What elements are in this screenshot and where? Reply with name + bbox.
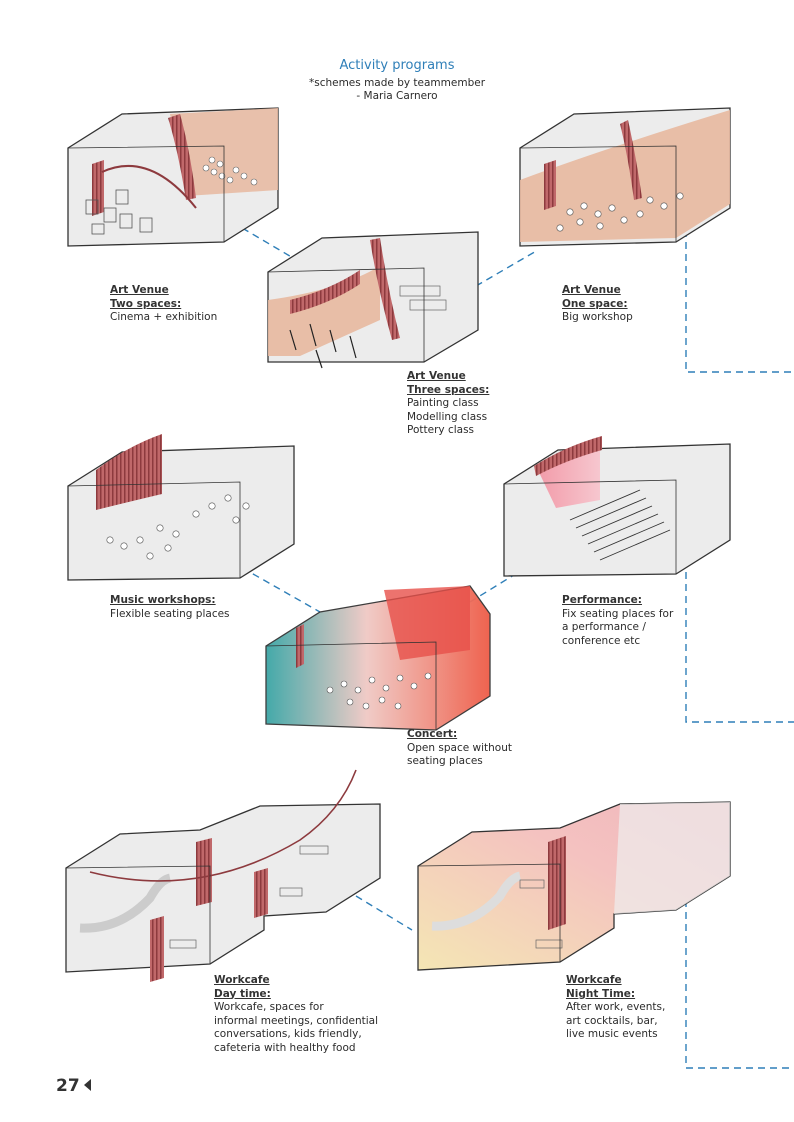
connector-workcafe-day-to-night — [356, 896, 412, 930]
art-venue-three-spaces-diagram — [268, 232, 478, 368]
caption-description: Cinema + exhibition — [110, 311, 217, 325]
art-venue-two-spaces-diagram — [68, 108, 278, 246]
caption-music-workshops: Music workshops: Flexible seating places — [110, 594, 230, 621]
connector-art-three-to-one — [476, 250, 538, 286]
page-number: 27 — [56, 1076, 80, 1096]
caption-title: Workcafe — [566, 974, 665, 988]
workcafe-day-diagram — [66, 770, 380, 982]
caption-workcafe-day: Workcafe Day time: Workcafe, spaces for … — [214, 974, 378, 1055]
connector-workcafe-edge — [686, 900, 794, 1068]
caption-title: Art Venue — [110, 284, 217, 298]
connector-performance-edge — [686, 560, 794, 722]
caption-title: Concert: — [407, 728, 512, 742]
caption-title: Workcafe — [214, 974, 378, 988]
performance-diagram — [504, 436, 730, 576]
caption-performance: Performance: Fix seating places for a pe… — [562, 594, 673, 648]
caption-subtitle: Three spaces: — [407, 384, 489, 398]
caption-title: Music workshops: — [110, 594, 230, 608]
caption-title: Performance: — [562, 594, 673, 608]
caption-subtitle: One space: — [562, 298, 633, 312]
caption-title: Art Venue — [407, 370, 489, 384]
concert-diagram — [266, 586, 490, 730]
caption-workcafe-night: Workcafe Night Time: After work, events,… — [566, 974, 665, 1042]
caption-art-venue-one: Art Venue One space: Big workshop — [562, 284, 633, 325]
connector-art-one-edge — [686, 218, 794, 372]
caption-title: Art Venue — [562, 284, 633, 298]
caption-art-venue-three: Art Venue Three spaces: Painting class M… — [407, 370, 489, 438]
caption-description: Painting class Modelling class Pottery c… — [407, 397, 489, 438]
workcafe-night-diagram — [418, 802, 730, 970]
caption-subtitle: Day time: — [214, 988, 378, 1002]
music-workshops-diagram — [68, 434, 294, 580]
caption-description: Workcafe, spaces for informal meetings, … — [214, 1001, 378, 1055]
art-venue-one-space-diagram — [520, 108, 730, 246]
caption-description: Flexible seating places — [110, 608, 230, 622]
caption-description: Big workshop — [562, 311, 633, 325]
caption-description: Fix seating places for a performance / c… — [562, 608, 673, 649]
triangle-left-icon — [84, 1079, 91, 1091]
caption-subtitle: Two spaces: — [110, 298, 217, 312]
caption-subtitle: Night Time: — [566, 988, 665, 1002]
caption-description: After work, events, art cocktails, bar, … — [566, 1001, 665, 1042]
caption-description: Open space without seating places — [407, 742, 512, 769]
caption-concert: Concert: Open space without seating plac… — [407, 728, 512, 769]
caption-art-venue-two: Art Venue Two spaces: Cinema + exhibitio… — [110, 284, 217, 325]
